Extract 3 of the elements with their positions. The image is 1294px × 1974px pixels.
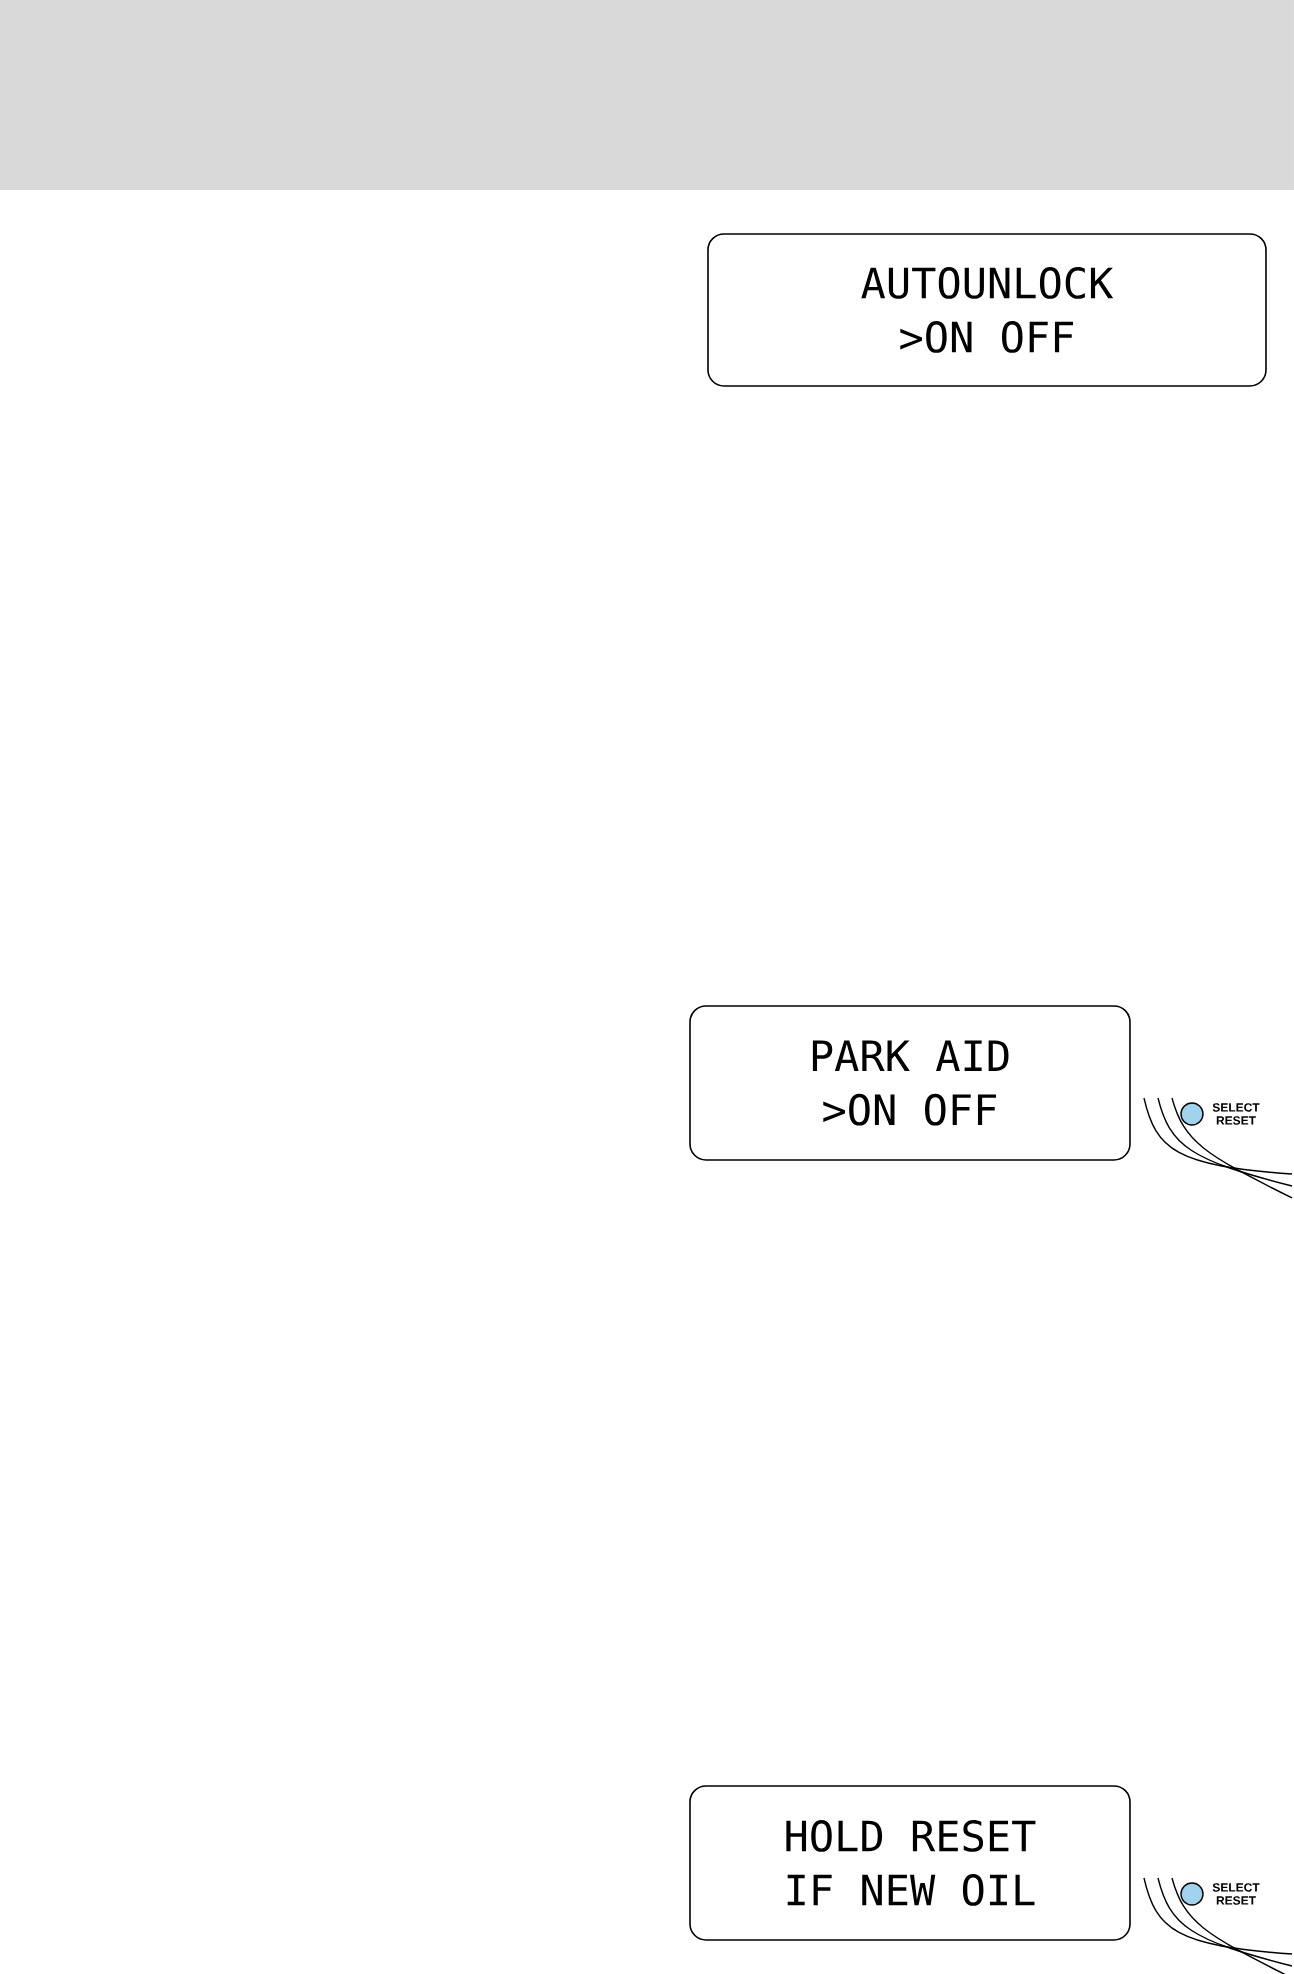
- display-screen: HOLD RESET IF NEW OIL: [689, 1785, 1131, 1941]
- display-screen: AUTOUNLOCK >ON OFF: [707, 233, 1267, 387]
- display-screen: PARK AID >ON OFF: [689, 1005, 1131, 1161]
